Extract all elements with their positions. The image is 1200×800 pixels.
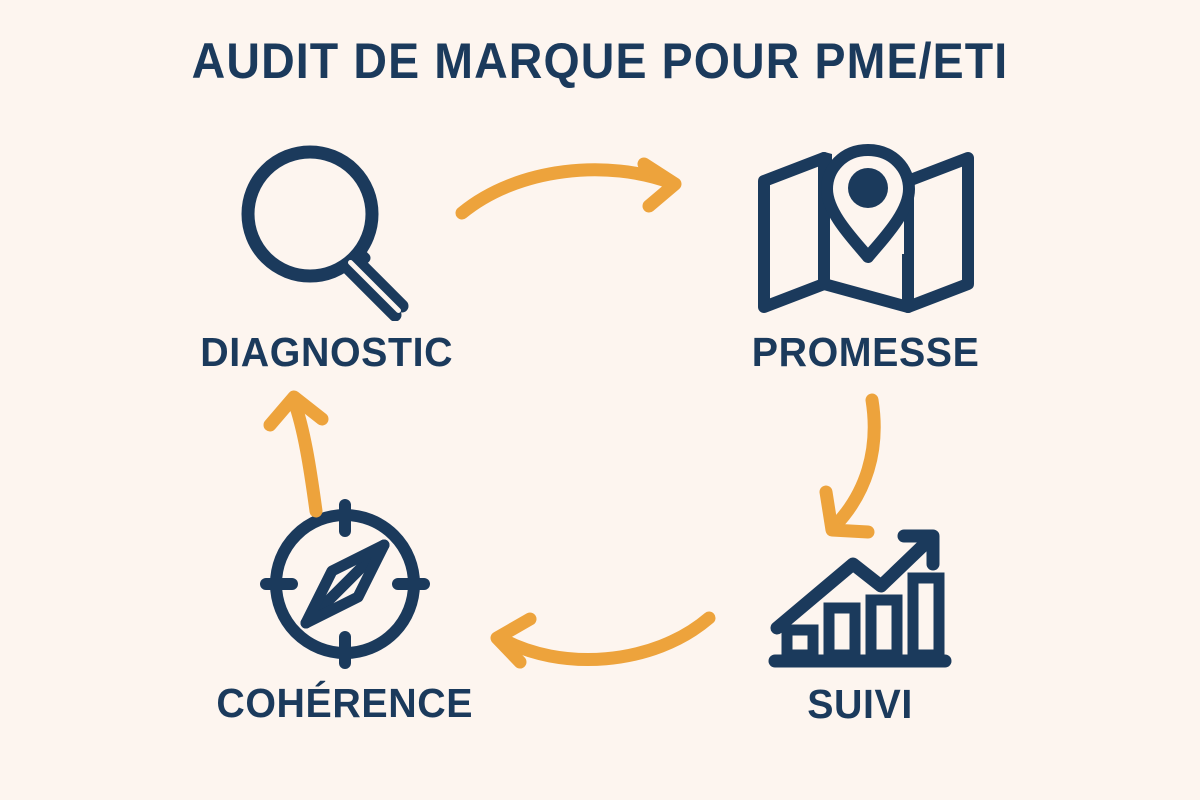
magnifying-glass-icon [227, 136, 427, 326]
curved-arrow-left-icon [468, 596, 723, 686]
bar-chart-growth-icon [765, 518, 955, 678]
compass-icon [250, 497, 440, 677]
curved-arrow-up-icon [250, 383, 360, 528]
cycle-step-promesse: PROMESSE [701, 136, 1031, 373]
page-title: AUDIT DE MARQUE POUR PME/ETI [191, 33, 1009, 89]
cycle-step-diagnostic: DIAGNOSTIC [162, 136, 492, 373]
cycle-step-suivi: SUIVI [695, 518, 1025, 725]
cycle-step-label-suivi: SUIVI [807, 681, 913, 727]
curved-arrow-right-icon [448, 145, 703, 240]
map-pin-icon [746, 136, 986, 326]
cycle-step-label-promesse: PROMESSE [752, 329, 980, 375]
cycle-step-label-coherence: COHÉRENCE [216, 680, 474, 726]
cycle-step-coherence: COHÉRENCE [180, 497, 510, 724]
cycle-step-label-diagnostic: DIAGNOSTIC [200, 329, 454, 375]
curved-arrow-down-icon [806, 388, 926, 553]
